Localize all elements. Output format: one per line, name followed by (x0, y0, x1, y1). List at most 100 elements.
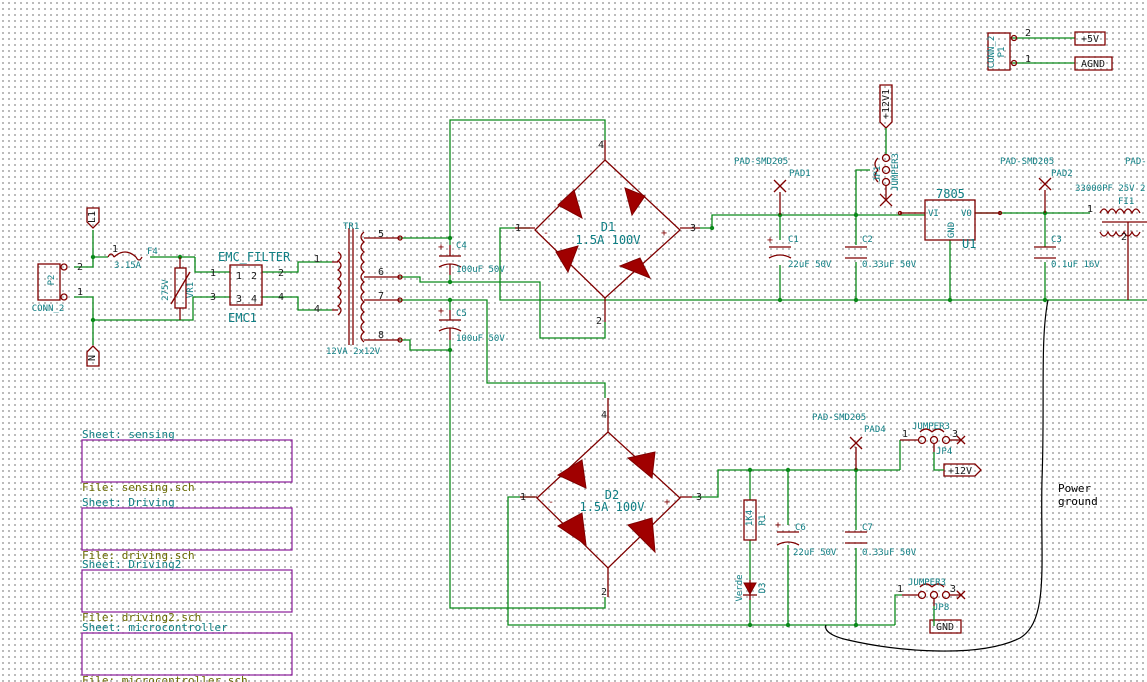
svg-text:33000PF 25V 2: 33000PF 25V 2 (1075, 184, 1145, 194)
svg-text:1: 1 (1025, 54, 1031, 65)
svg-text:Sheet: microcontroller: Sheet: microcontroller (82, 621, 228, 634)
bridge-rectifier-d2[interactable]: D2 1.5A 100V - + 4 2 1 3 (520, 398, 702, 598)
svg-text:+: + (438, 306, 444, 317)
fuse-f4[interactable]: 1 F4 3.15A (107, 244, 158, 271)
svg-text:F4: F4 (147, 247, 158, 257)
svg-text:3: 3 (236, 294, 242, 305)
svg-text:+: + (664, 497, 670, 508)
svg-text:-: - (543, 228, 549, 239)
bridge-rectifier-d1[interactable]: D1 1.5A 100V - + 4 2 1 3 (515, 140, 700, 327)
regulator-u1[interactable]: 7805 U1 VI VO GND (897, 187, 1003, 251)
svg-text:File: microcontroller.sch: File: microcontroller.sch (82, 674, 248, 682)
junctions (90, 210, 1048, 628)
svg-text:+5V: +5V (1081, 34, 1099, 45)
power-label-p12v1[interactable]: +12V1 (879, 84, 893, 155)
capacitor-c4[interactable]: + C4 100uF 50V (438, 241, 505, 275)
svg-text:JUMPER3: JUMPER3 (908, 578, 946, 588)
connector-p2[interactable]: P2 CONN_2 2 1 (32, 262, 83, 314)
svg-text:0.33uF 50V: 0.33uF 50V (862, 548, 917, 558)
svg-text:3: 3 (696, 492, 702, 503)
svg-text:PAD-SMD205: PAD-SMD205 (1000, 157, 1054, 167)
power-label-n[interactable]: N (86, 345, 100, 367)
jumper-jp4[interactable]: JUMPER3 JP4 1 3 (900, 422, 966, 457)
sheet-driving2[interactable]: Sheet: Driving2 File: driving2.sch (81, 558, 293, 624)
svg-text:1: 1 (236, 271, 242, 282)
pad-pad4[interactable]: PAD-SMD205 PAD4 (812, 413, 886, 470)
svg-text:PAD-SMD205: PAD-SMD205 (812, 413, 866, 423)
svg-text:1: 1 (1087, 204, 1093, 215)
capacitor-c3[interactable]: C3 0.1uF 16V (1034, 235, 1100, 270)
svg-text:8: 8 (378, 330, 384, 341)
resistor-r1[interactable]: 1K4 R1 (743, 499, 768, 541)
svg-text:N: N (87, 355, 98, 361)
svg-text:PAD1: PAD1 (789, 169, 811, 179)
svg-text:1K4: 1K4 (745, 510, 755, 526)
svg-text:4: 4 (314, 304, 320, 315)
power-label-p5v[interactable]: +5V (1074, 31, 1106, 46)
svg-text:3: 3 (950, 584, 956, 595)
svg-text:275V: 275V (161, 279, 171, 301)
svg-text:2: 2 (1121, 232, 1127, 243)
svg-text:1: 1 (902, 429, 908, 440)
svg-text:TR1: TR1 (343, 222, 359, 232)
svg-text:1: 1 (520, 492, 526, 503)
svg-text:Power: Power (1058, 482, 1091, 495)
power-label-l1[interactable]: L1 (86, 207, 100, 229)
svg-text:+12V1: +12V1 (881, 89, 892, 119)
svg-text:+: + (767, 235, 773, 246)
svg-text:7: 7 (378, 291, 384, 302)
svg-text:D3: D3 (758, 583, 768, 594)
power-label-agnd[interactable]: AGND (1074, 56, 1113, 71)
sheet-driving[interactable]: Sheet: Driving File: driving.sch (81, 496, 293, 562)
pad-pad2[interactable]: PAD-SMD205 PAD2 (1000, 157, 1073, 213)
jumper-jp1[interactable]: JP1 JUMPER3 (873, 153, 901, 207)
capacitor-c6[interactable]: + C6 22uF 50V (775, 520, 837, 558)
svg-text:3: 3 (690, 223, 696, 234)
svg-text:4: 4 (601, 410, 607, 421)
transformer-tr1[interactable]: TR1 12VA 2x12V 1 4 5 6 7 8 (314, 222, 403, 357)
power-label-p12v[interactable]: +12V (933, 452, 982, 477)
svg-text:U1: U1 (962, 237, 976, 251)
svg-text:File: driving2.sch: File: driving2.sch (82, 611, 201, 624)
svg-text:1: 1 (515, 223, 521, 234)
svg-text:EMC_FILTER: EMC_FILTER (218, 250, 291, 264)
svg-text:2: 2 (251, 271, 257, 282)
svg-text:C2: C2 (862, 235, 873, 245)
svg-text:AGND: AGND (1081, 59, 1105, 70)
svg-text:+: + (661, 228, 667, 239)
svg-text:1.5A 100V: 1.5A 100V (575, 233, 640, 247)
connector-p1[interactable]: CONN_2 P1 2 1 (987, 28, 1031, 71)
svg-text:File: sensing.sch: File: sensing.sch (82, 481, 195, 494)
led-d3[interactable]: Verde D3 (735, 574, 768, 601)
svg-text:PAD-SMD205: PAD-SMD205 (734, 157, 788, 167)
capacitor-c5[interactable]: + C5 100uF 50V (438, 306, 505, 344)
filter-fi1[interactable]: 1 2 33000PF 25V 2 FI1 (1075, 184, 1147, 300)
svg-text:CONN_2: CONN_2 (32, 304, 65, 314)
pad-pad1[interactable]: PAD-SMD205 PAD1 (734, 157, 811, 215)
jumper-jp8[interactable]: JUMPER3 JP8 1 3 (897, 578, 966, 613)
svg-text:VI: VI (928, 209, 939, 219)
emc-filter[interactable]: EMC_FILTER EMC1 1 2 3 4 1 3 2 4 (210, 250, 291, 325)
svg-text:2: 2 (601, 587, 607, 598)
varistor-vr1[interactable]: 275V VR1 (161, 257, 196, 320)
sheet-microcontroller[interactable]: Sheet: microcontroller File: microcontro… (81, 621, 293, 682)
power-ground-annotation: Power ground (825, 299, 1098, 652)
pad-pad3-partial[interactable]: PAD- (1125, 157, 1147, 167)
svg-text:2: 2 (596, 316, 602, 327)
svg-text:3: 3 (952, 429, 958, 440)
capacitor-c2[interactable]: C2 0.33uF 50V (845, 235, 917, 270)
capacitor-c7[interactable]: C7 0.33uF 50V (845, 523, 917, 558)
svg-text:22uF 50V: 22uF 50V (793, 548, 837, 558)
svg-text:3: 3 (210, 292, 216, 303)
power-label-gnd[interactable]: GND (929, 606, 962, 634)
svg-text:C1: C1 (788, 235, 799, 245)
svg-text:4: 4 (278, 292, 284, 303)
capacitor-c1[interactable]: + C1 22uF 50V (767, 235, 832, 270)
svg-text:1: 1 (314, 254, 320, 265)
sheet-sensing[interactable]: Sheet: sensing File: sensing.sch (81, 428, 293, 494)
wires (74, 37, 1147, 626)
svg-text:PAD-: PAD- (1125, 157, 1147, 167)
svg-text:+12V: +12V (948, 466, 972, 477)
svg-text:C6: C6 (795, 523, 806, 533)
